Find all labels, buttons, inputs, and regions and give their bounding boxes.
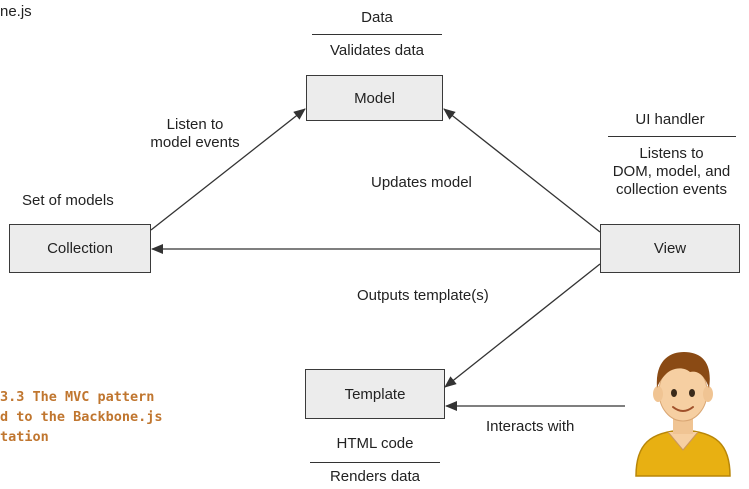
model-box: Model — [306, 75, 443, 121]
collection-label: Collection — [47, 240, 113, 257]
arrow-view-to-model — [443, 108, 601, 233]
arrow-view-to-template — [444, 263, 601, 388]
view-annotation-ui-handler: UI handler — [635, 111, 705, 128]
model-annotation-data: Data — [361, 9, 393, 26]
view-annotation-divider — [608, 136, 736, 137]
caption-line-1: 3.3 The MVC pattern — [0, 389, 155, 405]
model-label: Model — [354, 89, 395, 107]
template-annotation-divider — [310, 462, 440, 463]
model-annotation-divider — [312, 34, 442, 35]
caption-line-3: tation — [0, 429, 49, 445]
figure-caption: 3.3 The MVC pattern d to the Backbone.js… — [0, 387, 163, 447]
label-interacts-with: Interacts with — [486, 418, 575, 435]
view-box: View — [600, 224, 740, 273]
template-annotation-html-code: HTML code — [336, 435, 414, 452]
template-annotation-renders: Renders data — [329, 468, 421, 485]
view-annotation-listens: Listens to DOM, model, and collection ev… — [612, 145, 731, 198]
template-box: Template — [305, 369, 445, 419]
template-label: Template — [344, 385, 406, 403]
label-updates-model: Updates model — [371, 174, 472, 191]
arrow-collection-to-model — [150, 108, 306, 231]
model-annotation-validates: Validates data — [330, 42, 424, 59]
collection-box: Collection — [9, 224, 151, 273]
header-fragment: ne.js — [0, 3, 32, 20]
label-listen-model-events: Listen to model events — [150, 116, 240, 151]
caption-line-2: d to the Backbone.js — [0, 409, 163, 425]
collection-annotation: Set of models — [22, 192, 114, 209]
label-outputs-templates: Outputs template(s) — [357, 287, 489, 304]
view-label: View — [653, 240, 687, 257]
user-avatar-icon — [635, 352, 731, 477]
